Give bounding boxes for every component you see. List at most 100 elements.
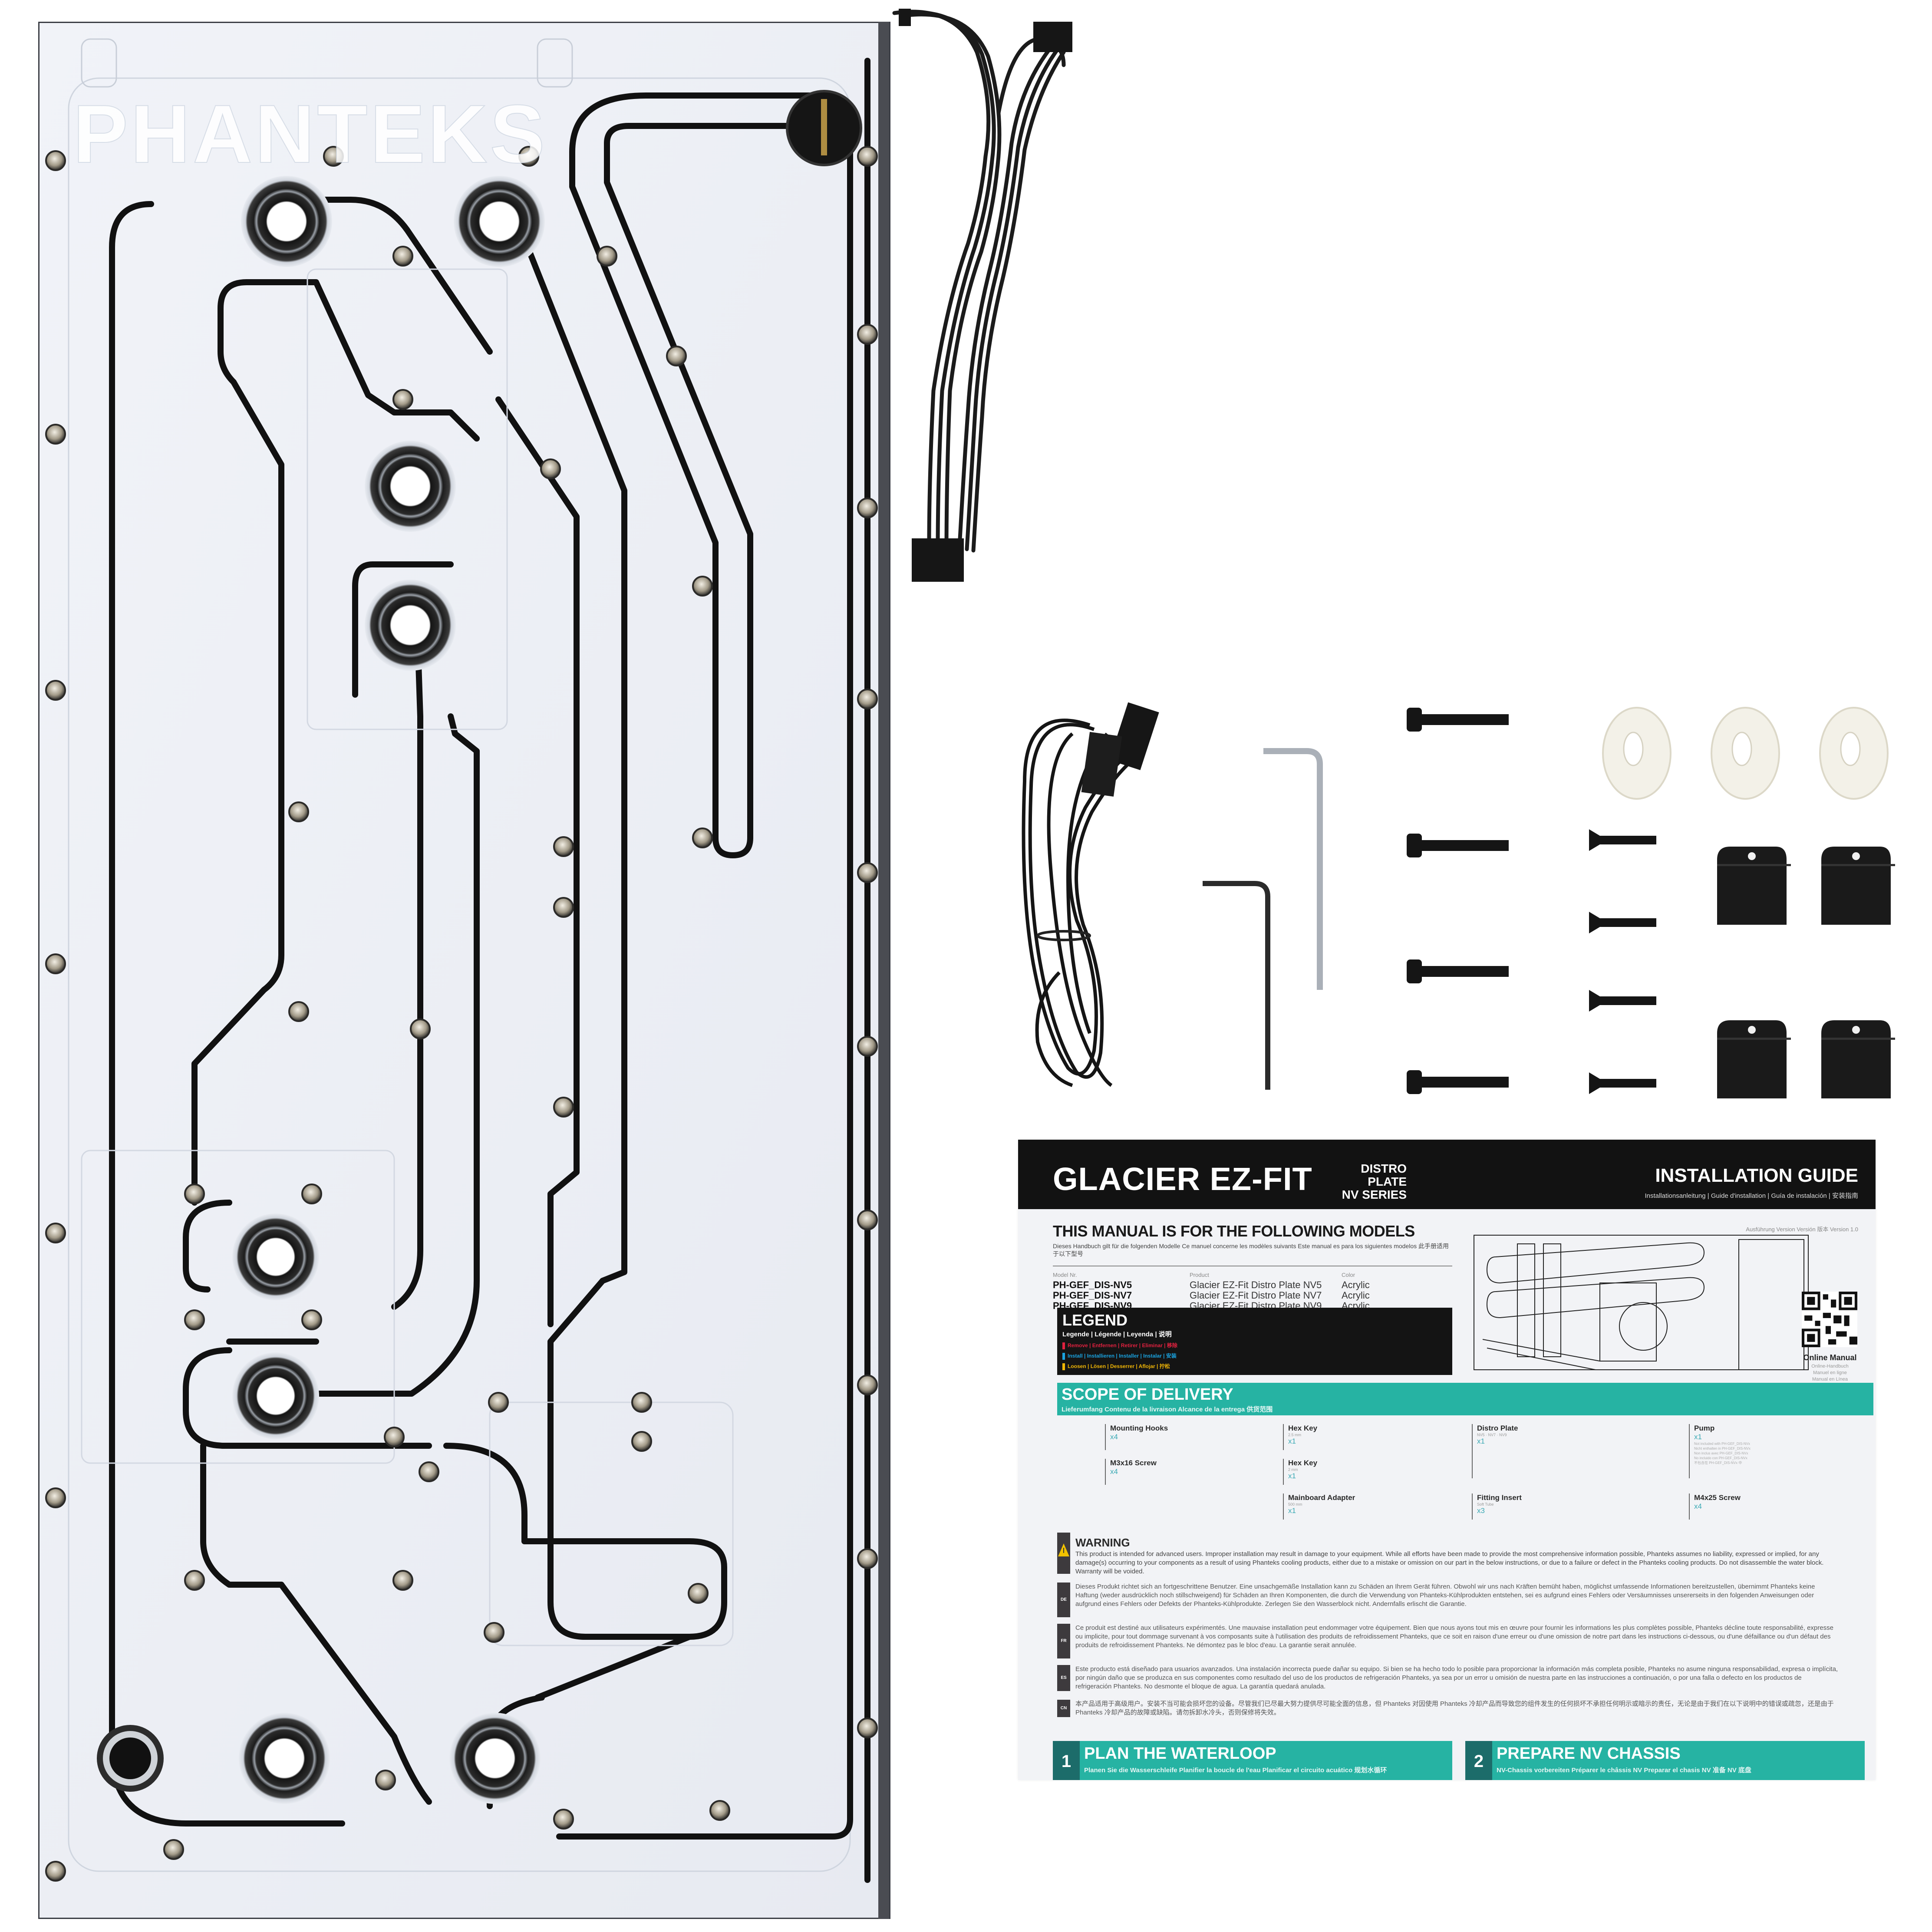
installation-guide-translations: Installationsanleitung | Guide d'install… bbox=[1645, 1192, 1859, 1200]
item-qty: x1 bbox=[1477, 1437, 1485, 1445]
manual-subtitle-line2: NV SERIES bbox=[1342, 1188, 1407, 1201]
installation-manual: GLACIER EZ-FIT DISTRO PLATE NV SERIES IN… bbox=[1018, 1140, 1876, 1780]
divider bbox=[1283, 1424, 1284, 1450]
item-spec: 500 mm bbox=[1288, 1502, 1302, 1507]
warning-triangle-icon bbox=[1058, 1543, 1069, 1556]
col-product: Product bbox=[1190, 1272, 1209, 1278]
warning-icon-box bbox=[1057, 1533, 1070, 1574]
step-2-banner: 2 PREPARE NV CHASSIS NV-Chassis vorberei… bbox=[1465, 1741, 1865, 1780]
item-qty: x4 bbox=[1694, 1502, 1702, 1510]
scope-item-distro-plate: Distro Plate NV5 · NV7 · NV9 x1 bbox=[1477, 1424, 1518, 1446]
step-subtitle: NV-Chassis vorbereiten Préparer le châss… bbox=[1497, 1767, 1751, 1774]
model-product: Glacier EZ-Fit Distro Plate NV5 bbox=[1190, 1279, 1322, 1290]
item-note: No incluido con PH-GEF_DIS-NVx bbox=[1694, 1456, 1747, 1460]
divider bbox=[1689, 1424, 1690, 1478]
online-manual-es: Manual en Línea bbox=[1812, 1377, 1848, 1382]
manual-title: GLACIER EZ-FIT bbox=[1053, 1161, 1312, 1197]
plate-watermark-logo: PHANTEKS bbox=[73, 88, 548, 181]
red-swatch-icon bbox=[1062, 1342, 1065, 1349]
divider bbox=[1283, 1459, 1284, 1485]
scope-item-m3x16-screw: M3x16 Screw x4 bbox=[1110, 1459, 1157, 1476]
models-subtitle: Dieses Handbuch gilt für die folgenden M… bbox=[1053, 1243, 1449, 1257]
fan-connector bbox=[912, 538, 964, 582]
hex-key-2mm bbox=[1203, 881, 1270, 1090]
online-manual-fr: Manuel en ligne bbox=[1813, 1370, 1847, 1375]
distro-plate: PHANTEKS bbox=[38, 22, 902, 1919]
model-product: Glacier EZ-Fit Distro Plate NV7 bbox=[1190, 1290, 1322, 1301]
scope-item-pump: Pump x1 Not included with PH-GEF_DIS-NVx… bbox=[1694, 1424, 1751, 1465]
manual-subtitle: DISTRO PLATE NV SERIES bbox=[1324, 1162, 1407, 1201]
chassis-illustration bbox=[1474, 1235, 1809, 1370]
online-manual-label: Online Manual bbox=[1803, 1353, 1857, 1362]
manual-version: Ausführung Version Versión 版本 Version 1.… bbox=[1746, 1226, 1858, 1233]
model-color: Acrylic bbox=[1342, 1290, 1370, 1301]
item-label: Fitting Insert bbox=[1477, 1494, 1522, 1502]
scope-item-m4x25-screw: M4x25 Screw x4 bbox=[1694, 1494, 1741, 1511]
item-label: M4x25 Screw bbox=[1694, 1494, 1741, 1502]
installation-guide-title: INSTALLATION GUIDE bbox=[1655, 1165, 1858, 1186]
warning-text-es: Este producto está diseñado para usuario… bbox=[1075, 1665, 1838, 1690]
item-spec: 2 mm bbox=[1288, 1467, 1298, 1472]
step-title: PREPARE NV CHASSIS bbox=[1497, 1744, 1681, 1763]
item-note: Non inclus avec PH-GEF_DIS-NVx bbox=[1694, 1451, 1748, 1455]
models-title: THIS MANUAL IS FOR THE FOLLOWING MODELS bbox=[1053, 1222, 1415, 1240]
legend-install: Install | Installieren | Installer | Ins… bbox=[1062, 1352, 1177, 1360]
item-label: Distro Plate bbox=[1477, 1424, 1518, 1432]
item-qty: x1 bbox=[1288, 1472, 1296, 1480]
warning-text-fr: Ce produit est destiné aux utilisateurs … bbox=[1075, 1624, 1833, 1649]
item-label: Hex Key bbox=[1288, 1459, 1318, 1467]
hex-keys bbox=[1203, 748, 1323, 1090]
manual-header: GLACIER EZ-FIT DISTRO PLATE NV SERIES IN… bbox=[1018, 1140, 1876, 1209]
scope-title: SCOPE OF DELIVERY bbox=[1062, 1385, 1233, 1404]
item-qty: x4 bbox=[1110, 1433, 1118, 1441]
blue-swatch-icon bbox=[1062, 1352, 1065, 1360]
legend-box: LEGEND Legende | Légende | Leyenda | 说明 … bbox=[1057, 1308, 1452, 1375]
item-qty: x4 bbox=[1110, 1467, 1118, 1476]
step-title: PLAN THE WATERLOOP bbox=[1084, 1744, 1276, 1763]
col-color: Color bbox=[1342, 1272, 1355, 1278]
lang-tag-cn: CN bbox=[1057, 1700, 1070, 1717]
item-label: Hex Key bbox=[1288, 1424, 1318, 1432]
scope-item-mounting-hooks: Mounting Hooks x4 bbox=[1110, 1424, 1168, 1441]
m4x25-screws bbox=[1407, 708, 1509, 1094]
item-label: Pump bbox=[1694, 1424, 1715, 1432]
item-note: Nicht enthalten in PH-GEF_DIS-NVx bbox=[1694, 1447, 1751, 1451]
model-nr: PH-GEF_DIS-NV7 bbox=[1053, 1290, 1132, 1301]
step-1-banner: 1 PLAN THE WATERLOOP Planen Sie die Wass… bbox=[1053, 1741, 1452, 1780]
legend-remove-label: Remove | Entfernen | Retirer | Eliminar … bbox=[1068, 1342, 1177, 1348]
scope-subtitle: Lieferumfang Contenu de la livraison Alc… bbox=[1062, 1406, 1273, 1413]
mainboard-adapter-cable bbox=[1022, 702, 1159, 1087]
step-number: 1 bbox=[1053, 1741, 1080, 1780]
fitting-inserts bbox=[1602, 707, 1889, 800]
step-subtitle: Planen Sie die Wasserschleife Planifier … bbox=[1084, 1767, 1387, 1774]
col-model: Model Nr. bbox=[1053, 1272, 1077, 1278]
item-qty: x3 bbox=[1477, 1507, 1485, 1515]
hex-key-2-5mm bbox=[1263, 748, 1323, 990]
item-qty: x1 bbox=[1694, 1433, 1702, 1441]
online-manual-de: Online-Handbuch bbox=[1811, 1364, 1849, 1369]
scope-item-mainboard-adapter: Mainboard Adapter 500 mm x1 bbox=[1288, 1494, 1355, 1515]
online-manual-translations: Online-Handbuch Manuel en ligne Manual e… bbox=[1795, 1363, 1865, 1383]
distro-plate-illustration bbox=[38, 22, 890, 1919]
qr-code[interactable] bbox=[1802, 1292, 1857, 1347]
lang-tag-fr: FR bbox=[1057, 1624, 1070, 1658]
item-spec: 2.5 mm bbox=[1288, 1433, 1302, 1437]
legend-subtitle: Legende | Légende | Leyenda | 说明 bbox=[1062, 1331, 1172, 1338]
item-spec: NV5 · NV7 · NV9 bbox=[1477, 1433, 1507, 1437]
warning-text-de: Dieses Produkt richtet sich an fortgesch… bbox=[1075, 1583, 1815, 1608]
lang-tag-es: ES bbox=[1057, 1665, 1070, 1691]
item-label: M3x16 Screw bbox=[1110, 1459, 1157, 1467]
divider bbox=[1105, 1424, 1106, 1450]
model-color: Acrylic bbox=[1342, 1279, 1370, 1290]
scope-of-delivery-banner: SCOPE OF DELIVERY Lieferumfang Contenu d… bbox=[1057, 1383, 1873, 1415]
model-nr: PH-GEF_DIS-NV5 bbox=[1053, 1279, 1132, 1290]
item-note: 不包含在 PH-GEF_DIS-NVx 中 bbox=[1694, 1461, 1742, 1465]
m3x16-screws bbox=[1589, 829, 1656, 1094]
divider bbox=[1283, 1494, 1284, 1520]
warning-text-cn: 本产品适用于高级用户。安装不当可能会损坏您的设备。尽管我们已尽最大努力提供尽可能… bbox=[1075, 1700, 1834, 1716]
divider bbox=[1689, 1494, 1690, 1520]
legend-title: LEGEND bbox=[1062, 1311, 1128, 1329]
scope-item-hex-key-2-5: Hex Key 2.5 mm x1 bbox=[1288, 1424, 1317, 1446]
legend-loosen: Loosen | Lösen | Desserrer | Aflojar | 拧… bbox=[1062, 1362, 1170, 1370]
rgb-connector bbox=[1033, 22, 1072, 52]
